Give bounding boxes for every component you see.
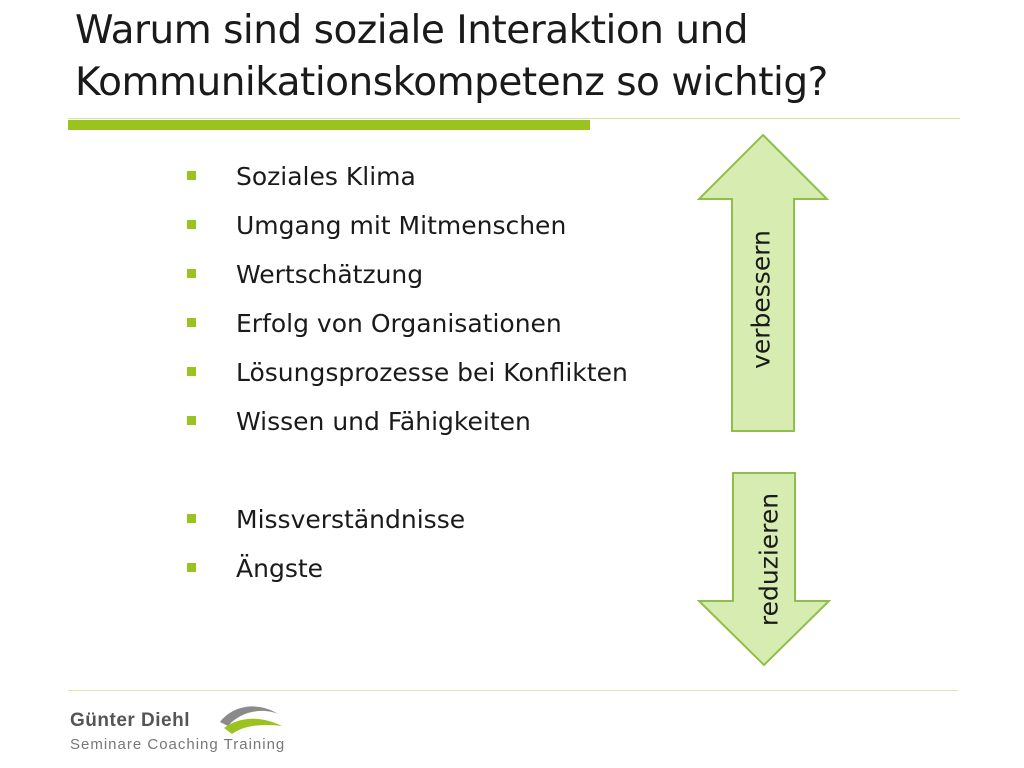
- bullet-item: Missverständnisse: [180, 495, 628, 544]
- arrow-down-icon: [697, 471, 831, 667]
- logo-tagline: Seminare Coaching Training: [70, 736, 286, 753]
- bullet-item: Umgang mit Mitmenschen: [180, 201, 628, 250]
- logo-name: Günter Diehl: [70, 710, 191, 731]
- title-underline-accent: [68, 120, 590, 130]
- bullet-square-icon: [187, 269, 196, 278]
- arrow-up-icon: [697, 133, 829, 433]
- bullet-square-icon: [187, 514, 196, 523]
- bullet-square-icon: [187, 220, 196, 229]
- footer-divider: [68, 690, 958, 691]
- slide-title: Warum sind soziale Interaktion und Kommu…: [75, 5, 975, 109]
- bullet-item: Lösungsprozesse bei Konflikten: [180, 348, 628, 397]
- title-underline-thin: [68, 118, 960, 119]
- bullet-square-icon: [187, 318, 196, 327]
- arrow-up-label: verbessern: [746, 230, 776, 369]
- company-logo: Günter Diehl Seminare Coaching Training: [70, 700, 360, 760]
- bullet-square-icon: [187, 171, 196, 180]
- bullet-square-icon: [187, 416, 196, 425]
- bullet-spacer: [180, 446, 628, 495]
- bullet-item: Wertschätzung: [180, 250, 628, 299]
- bullet-item: Soziales Klima: [180, 152, 628, 201]
- logo-swoosh-icon: [220, 706, 282, 734]
- bullet-list: Soziales Klima Umgang mit Mitmenschen We…: [180, 152, 628, 593]
- bullet-item: Erfolg von Organisationen: [180, 299, 628, 348]
- bullet-item: Wissen und Fähigkeiten: [180, 397, 628, 446]
- arrow-down-label: reduzieren: [754, 492, 784, 627]
- bullet-square-icon: [187, 563, 196, 572]
- slide-title-line-1: Warum sind soziale Interaktion und: [75, 8, 749, 53]
- slide-title-line-2: Kommunikationskompetenz so wichtig?: [75, 60, 828, 105]
- bullet-square-icon: [187, 367, 196, 376]
- bullet-item: Ängste: [180, 544, 628, 593]
